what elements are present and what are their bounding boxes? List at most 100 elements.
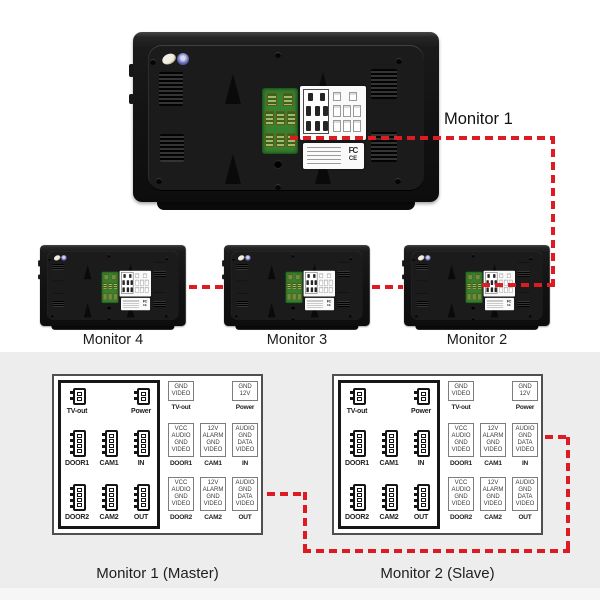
screw-3 [528,314,532,318]
connector-pin [77,503,82,507]
connector-pin [421,444,426,448]
pin-line: GND [454,384,468,390]
pcb-gold-connector-2-1 [292,293,297,300]
vent-grille-2 [371,69,397,99]
pin-line: ALARM [202,433,224,439]
mini-connector-glyph-0-1 [320,93,325,101]
mini-pin-box-0-0 [499,273,504,278]
wire-into-monitor2 [482,283,555,287]
mini-pin-box-2-1 [343,120,351,132]
pin-line: GND [174,384,188,390]
screw-0 [48,257,51,261]
wiring-info-label [300,86,366,140]
connector-pin [421,439,426,443]
pin-box-label-cam1: CAM1 [484,460,502,467]
wiring-info-label [119,270,152,297]
port-connector-icon-tvout [69,388,86,405]
pcb-gold-connector-2-1 [472,293,477,300]
vent-grille-1 [416,293,429,307]
mount-hook-2 [267,303,276,318]
port-connector-label-tvout: TV-out [346,408,368,415]
vent-grille-1 [160,134,184,162]
mount-hook-0 [447,265,456,280]
mini-pin-box-1-0 [319,279,324,286]
connector-pin [77,434,82,438]
pin-line: AUDIO [171,487,191,493]
brand-sticker-round [60,255,67,261]
port-connector-label-door2: DOOR2 [65,514,89,521]
connector-pin [108,493,114,497]
side-button-bottom [129,94,134,104]
pcb-gold-connector-2-2 [297,293,302,300]
mini-connector-box [305,272,318,294]
mini-connector-glyph-2-2 [494,287,497,293]
pin-line: GND [486,440,500,446]
connector-pin [108,449,114,453]
mini-pin-box-0-1 [326,273,331,278]
pin-box-label-power: Power [515,404,535,411]
vent-grille-0 [236,264,248,281]
mini-connector-glyph-0-1 [493,274,496,278]
vent-grille-3 [517,292,530,307]
ce-mark: CE [506,304,511,307]
connector-pin [357,498,362,502]
port-connector-icon-cam2 [381,484,398,511]
pin-line: 12V [487,480,499,486]
mini-pin-box-2-0 [333,120,341,132]
connector-pin [357,434,362,438]
connector-pin [420,392,426,396]
port-connector-label-in: IN [417,460,425,467]
port-connector-label-cam1: CAM1 [379,460,399,467]
pin-line: AUDIO [235,426,255,432]
screw-4 [107,254,111,258]
spec-text-lines [486,299,504,309]
pin-line: ALARM [202,487,224,493]
port-connector-icon-door1 [350,430,366,457]
port-cell-out: OUT [412,482,430,532]
pin-line: VIDEO [483,501,503,507]
side-button-bottom [222,274,225,280]
connector-pin [357,444,362,448]
connector-pin [141,449,146,453]
wall-mount-hole [274,160,282,168]
connector-pin [108,503,114,507]
mini-connector-box [121,272,134,294]
pin-line: GND [518,487,532,493]
mini-connector-glyph-1-0 [306,280,309,286]
connector-pin [108,444,114,448]
connector-pin [141,488,146,492]
pin-line: GND [174,440,188,446]
connector-pin [76,392,82,396]
mini-connector-glyph-1-1 [310,280,314,286]
side-button-bottom [402,274,405,280]
connector-pin [356,392,362,396]
pin-line: AUDIO [235,480,255,486]
port-connector-icon-door2 [350,484,366,511]
screw-5 [107,317,111,321]
mini-pin-box-0-0 [135,273,140,278]
connector-pin [388,439,394,443]
vent-grille-3 [153,292,166,307]
mini-pin-box-1-0 [333,105,341,117]
mini-connector-glyph-1-0 [486,280,489,286]
connector-pin [388,434,394,438]
port-cell-in: IN [132,428,150,482]
pcb-gold-connector-1-2 [287,111,296,125]
mini-pin-box-0-1 [142,273,147,278]
connector-pin [77,488,82,492]
connector-pin [388,493,394,497]
mini-pin-box-1-2 [144,279,149,286]
mini-pin-box-1-2 [353,105,361,117]
